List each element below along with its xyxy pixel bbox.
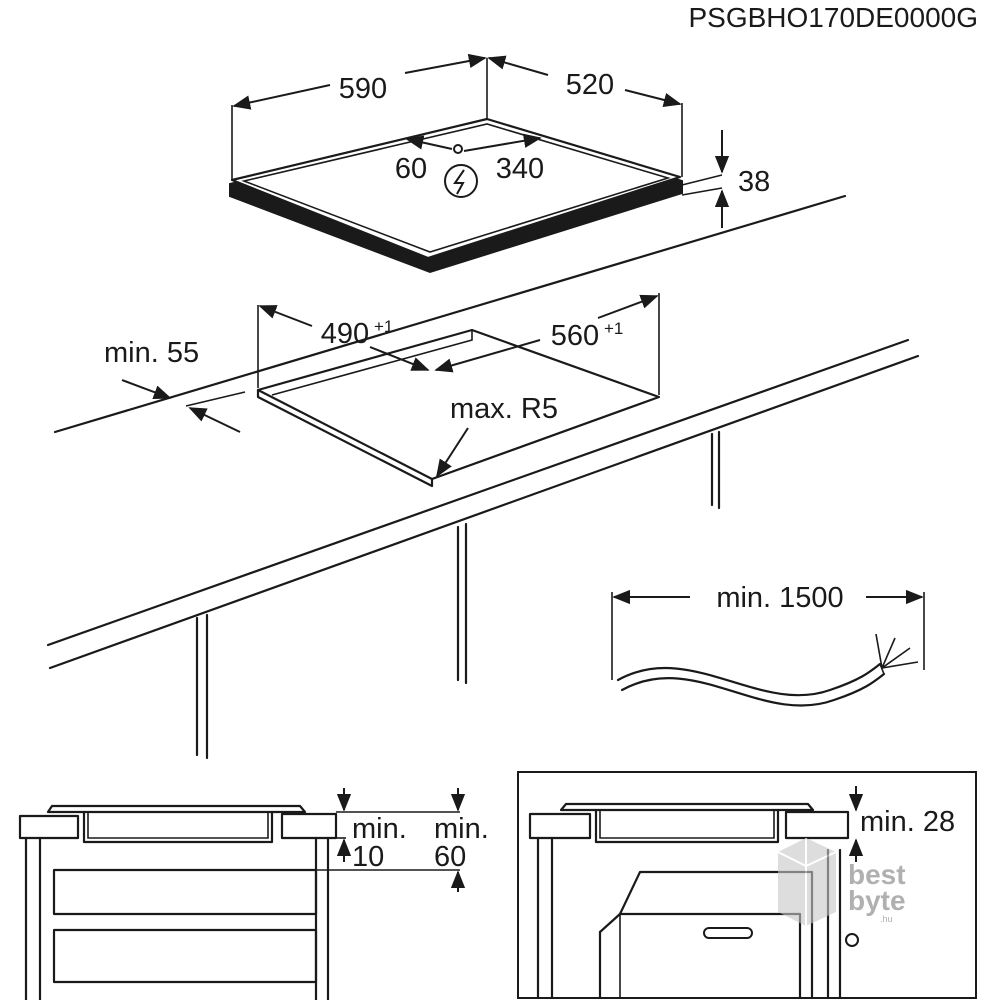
clearance-below-label-line1: min. bbox=[352, 813, 407, 845]
clearance-oven-label: min. 28 bbox=[860, 806, 955, 838]
clearance-drawer-label-line1: min. bbox=[434, 813, 489, 845]
cable-length-label: min. 1500 bbox=[716, 582, 843, 614]
connection-offset-right-label: 340 bbox=[496, 153, 544, 185]
watermark-line1: best bbox=[848, 859, 906, 890]
hob-dimensions bbox=[231, 53, 730, 228]
hob-width-label: 590 bbox=[339, 73, 387, 105]
lightning-bolt-icon bbox=[444, 164, 478, 198]
product-code: PSGBHO170DE0000G bbox=[689, 2, 979, 33]
cutout-width-label: 560 bbox=[551, 320, 599, 352]
clearance-below-label-line2: 10 bbox=[352, 841, 384, 873]
cutout-dimensions bbox=[121, 293, 660, 478]
connection-offset-left-label: 60 bbox=[395, 153, 427, 185]
hob-depth-label: 520 bbox=[566, 69, 614, 101]
clearance-drawer-label-line2: 60 bbox=[434, 841, 466, 873]
section-with-drawers bbox=[18, 788, 466, 1000]
cutout-opening bbox=[256, 328, 661, 488]
watermark-logo bbox=[777, 838, 837, 926]
watermark-line2: byte bbox=[848, 885, 906, 916]
cutout-depth-tolerance: +1 bbox=[374, 317, 393, 336]
cutout-depth-label: 490 bbox=[321, 318, 369, 350]
front-margin-label: min. 55 bbox=[104, 337, 199, 369]
cutout-width-tolerance: +1 bbox=[604, 319, 623, 338]
hob-top-view bbox=[229, 117, 683, 274]
section-with-oven bbox=[517, 771, 977, 1000]
connection-point bbox=[453, 144, 463, 154]
hob-height-label: 38 bbox=[738, 166, 770, 198]
worktop bbox=[46, 194, 920, 760]
corner-radius-label: max. R5 bbox=[450, 393, 558, 425]
watermark-suffix: .hu bbox=[880, 914, 893, 924]
power-cable bbox=[611, 589, 925, 707]
